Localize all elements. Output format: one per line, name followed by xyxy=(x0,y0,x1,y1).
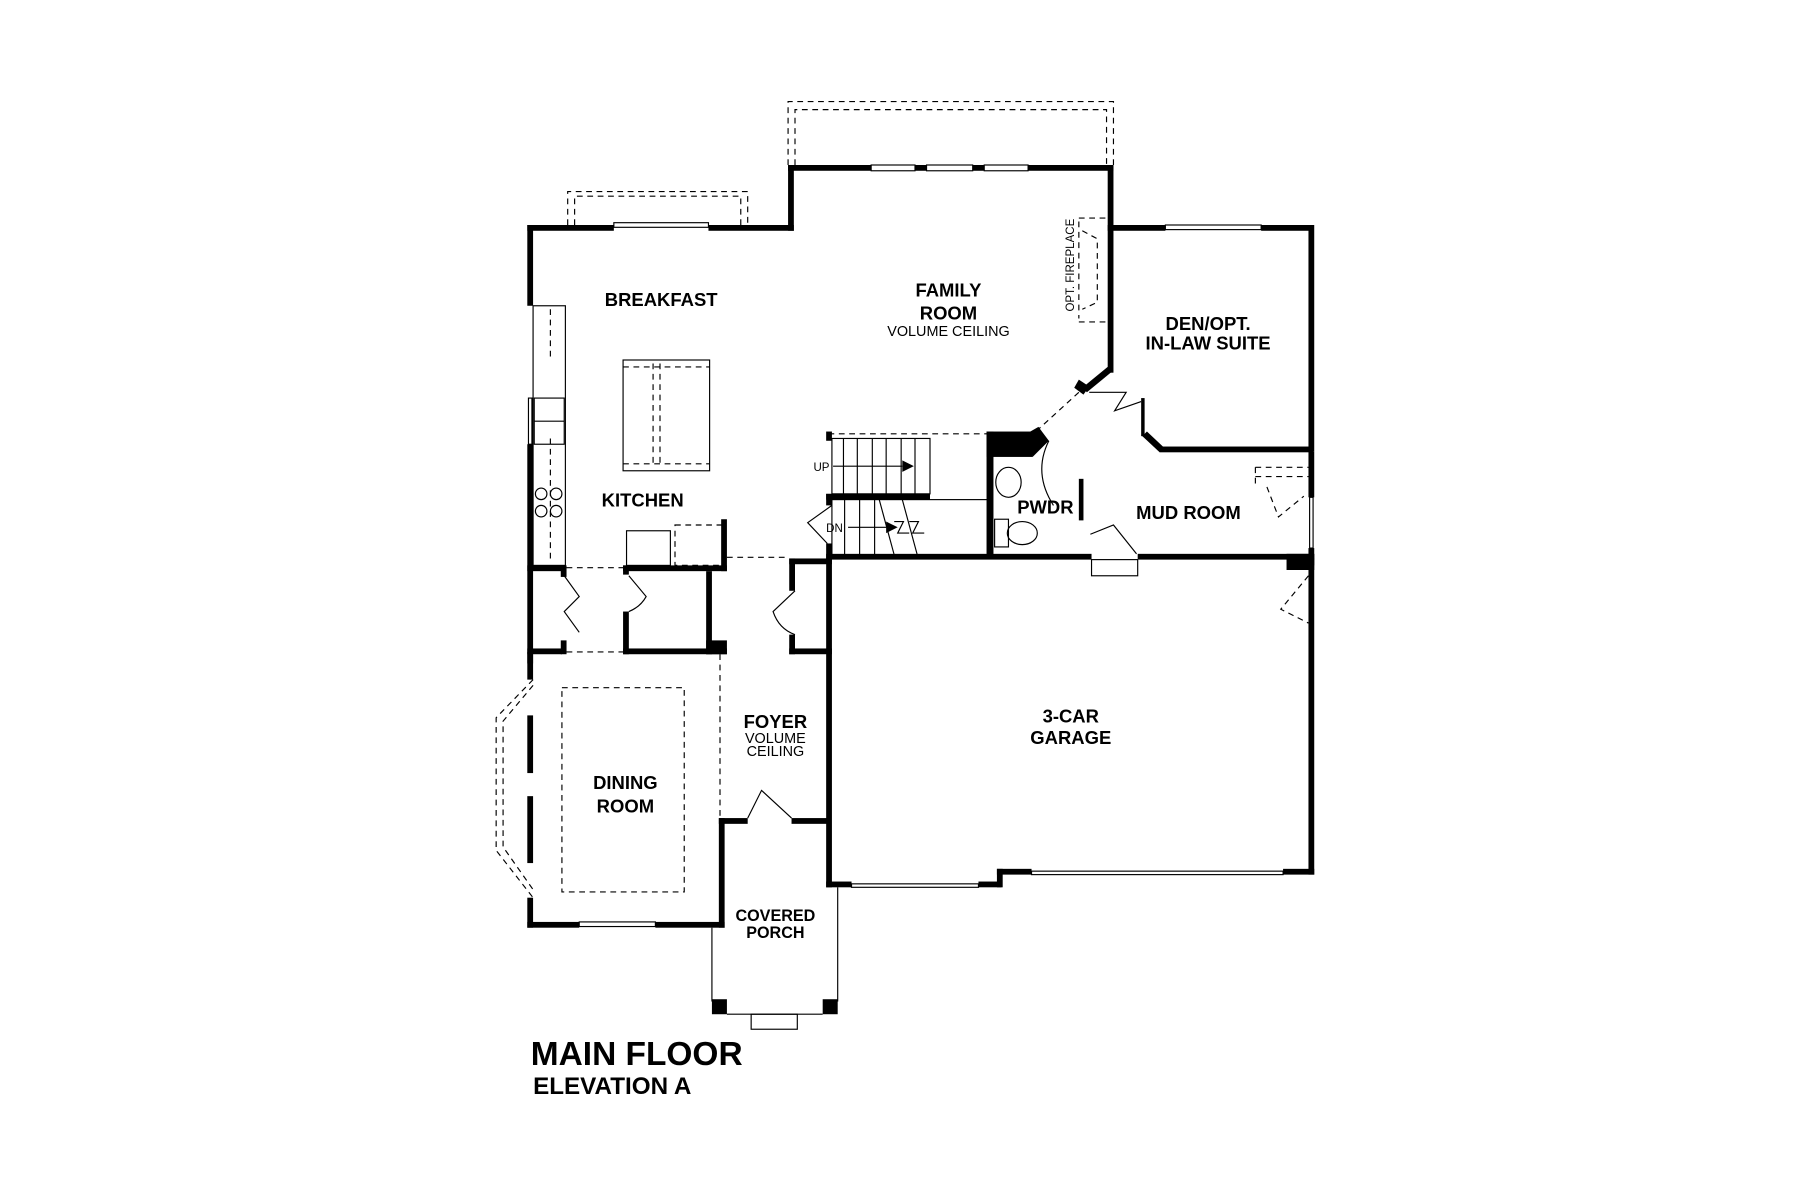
label-stairs-down: DN xyxy=(826,523,843,535)
plan-title: MAIN FLOOR xyxy=(531,1036,743,1073)
label-den-2: IN-LAW SUITE xyxy=(1146,333,1271,354)
label-family-room-note: VOLUME CEILING xyxy=(887,324,1009,340)
label-foyer-note: VOLUME xyxy=(745,731,806,747)
label-foyer: FOYER xyxy=(744,711,808,732)
kitchen-island xyxy=(622,359,711,472)
label-garage-2: GARAGE xyxy=(1030,727,1111,748)
optional-features xyxy=(495,100,1309,899)
kitchen-fixtures xyxy=(532,305,725,566)
label-garage: 3-CAR xyxy=(1043,705,1099,726)
label-stairs-up: UP xyxy=(813,462,829,474)
sink-icon xyxy=(995,466,1022,498)
label-dining-room-2: ROOM xyxy=(597,795,654,816)
windows xyxy=(527,164,1314,928)
label-covered-porch: COVERED xyxy=(735,907,815,925)
label-covered-porch-2: PORCH xyxy=(746,924,804,942)
staircase xyxy=(831,437,989,556)
covered-porch xyxy=(711,887,839,1030)
label-family-room-2: ROOM xyxy=(920,303,977,324)
plan-subtitle: ELEVATION A xyxy=(533,1073,691,1100)
cooktop-icon xyxy=(534,487,563,518)
doors xyxy=(563,391,1142,819)
label-breakfast: BREAKFAST xyxy=(605,289,719,310)
arrow-right-icon xyxy=(902,460,914,472)
label-mud-room: MUD ROOM xyxy=(1136,502,1241,523)
label-den: DEN/OPT. xyxy=(1166,313,1251,334)
label-foyer-note-2: CEILING xyxy=(747,744,805,760)
label-kitchen: KITCHEN xyxy=(602,490,684,511)
powder-fixtures xyxy=(994,466,1038,548)
interior-walls xyxy=(527,366,1315,655)
label-dining-room: DINING xyxy=(593,772,658,793)
label-family-room: FAMILY xyxy=(915,280,982,301)
label-opt-fireplace: OPT. FIREPLACE xyxy=(1065,218,1077,311)
toilet-icon xyxy=(1006,520,1038,546)
arrow-right-icon xyxy=(886,521,898,534)
room-labels: BREAKFAST FAMILY ROOM VOLUME CEILING OPT… xyxy=(593,218,1271,942)
label-pwdr: PWDR xyxy=(1017,496,1073,517)
